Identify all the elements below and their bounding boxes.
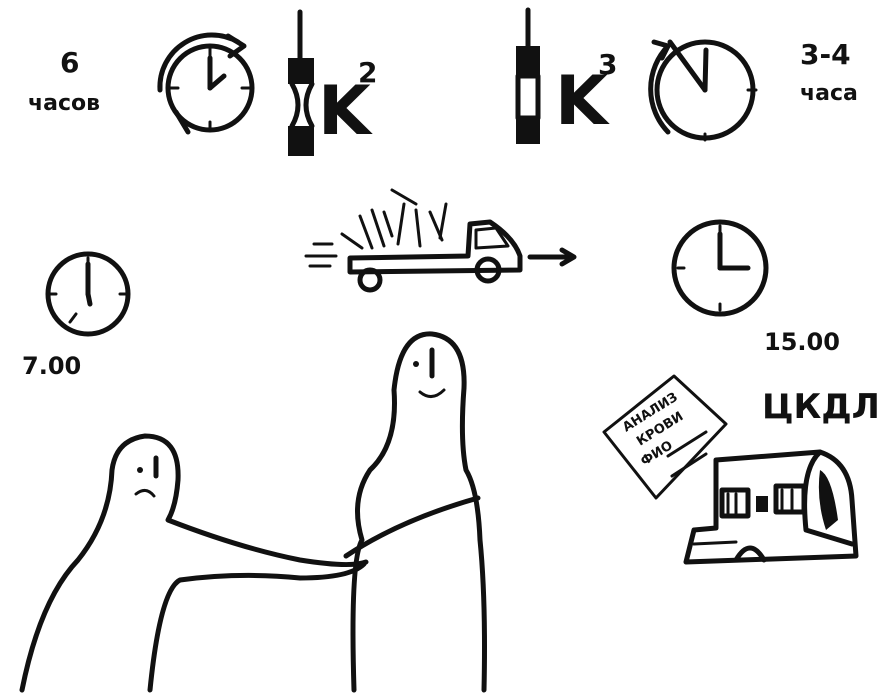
delivery-truck-icon (306, 190, 574, 290)
time-end: 15.00 (764, 328, 840, 356)
hours-range-number: 3-4 (800, 38, 851, 71)
test-tube-tall-icon (516, 10, 540, 144)
hours-six-unit: часов (28, 91, 100, 116)
test-tube-squeezed-icon (288, 12, 314, 156)
sad-person-figure (22, 436, 366, 690)
lab-name: ЦКДЛ (762, 387, 880, 427)
power-three: 3 (598, 48, 617, 81)
power-two: 2 (358, 56, 377, 89)
clock-fifteen-icon (674, 222, 766, 314)
lab-building-icon (686, 452, 856, 562)
clock-rotating-right-icon (651, 42, 756, 140)
hours-six-number: 6 (60, 46, 79, 79)
happy-person-figure (346, 334, 485, 690)
time-start: 7.00 (22, 352, 81, 380)
hours-range-unit: часа (800, 81, 858, 106)
clock-rotating-left-icon (160, 35, 252, 132)
blood-test-document-icon: АНАЛИЗ КРОВИ ФИО (604, 376, 726, 498)
clock-seven-icon (48, 254, 128, 334)
